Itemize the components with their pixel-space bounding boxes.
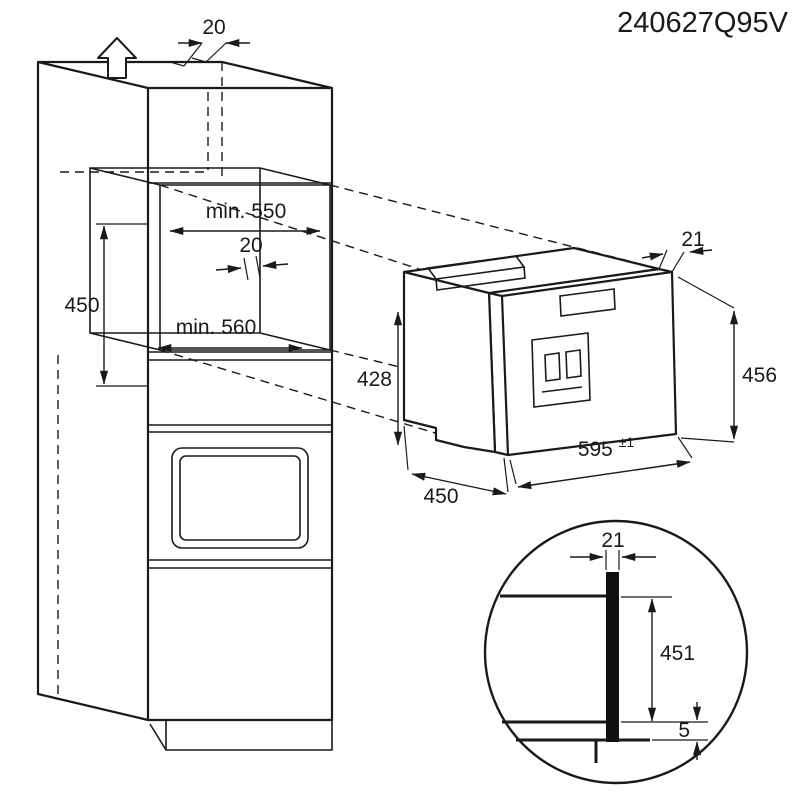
dim-bottom-gap-label: 5 bbox=[678, 719, 690, 742]
dim-panel-thickness: 21 bbox=[570, 529, 656, 570]
dim-extension bbox=[605, 550, 620, 570]
dim-body-depth: 450 bbox=[403, 425, 509, 508]
dim-rear-clearance: 20 bbox=[215, 234, 289, 281]
dim-arrow bbox=[262, 260, 289, 269]
cabinet-body-outline bbox=[36, 60, 334, 722]
dim-front-panel-overhang: 21 bbox=[641, 228, 713, 273]
drawing-code: 240627Q95V bbox=[617, 7, 789, 39]
dim-body-height-label: 428 bbox=[357, 368, 392, 391]
dim-arrow bbox=[411, 472, 507, 496]
detail-side-panel bbox=[606, 572, 619, 742]
dim-extension bbox=[243, 255, 261, 281]
appliance bbox=[402, 246, 678, 457]
cabinet-plinth bbox=[149, 720, 333, 751]
dim-arrow bbox=[641, 252, 664, 261]
dim-rear-clearance-label: 20 bbox=[239, 234, 262, 257]
appliance-dispenser bbox=[531, 332, 591, 408]
dim-inner-height: 451 bbox=[621, 596, 708, 723]
dim-front-width-tolerance: ±1 bbox=[619, 434, 635, 450]
dim-extension bbox=[509, 436, 693, 485]
dim-body-depth-label: 450 bbox=[423, 485, 458, 508]
appliance-control-panel bbox=[426, 255, 526, 291]
detail-view: 21 451 5 bbox=[483, 519, 749, 785]
dim-bottom-gap: 5 bbox=[652, 702, 708, 760]
dim-front-width: 595 ±1 bbox=[509, 434, 693, 490]
dim-arrow bbox=[517, 459, 691, 490]
dim-niche-height: 450 bbox=[64, 223, 148, 387]
dim-front-height: 456 bbox=[677, 276, 777, 443]
dim-arrow bbox=[689, 246, 713, 255]
dim-inner-height-label: 451 bbox=[660, 642, 695, 665]
up-arrow-icon bbox=[97, 37, 137, 79]
appliance-body bbox=[402, 246, 661, 454]
dim-front-width-label: 595 ±1 bbox=[578, 434, 635, 461]
cabinet bbox=[36, 37, 334, 751]
dim-extension bbox=[169, 42, 227, 67]
dim-panel-thickness-label: 21 bbox=[601, 529, 624, 552]
dim-extension bbox=[658, 249, 685, 273]
dim-arrow bbox=[215, 265, 242, 274]
dim-extension bbox=[96, 223, 148, 387]
dim-niche-height-label: 450 bbox=[64, 294, 99, 317]
dim-niche-depth: min. 560 bbox=[157, 316, 303, 353]
dim-front-height-label: 456 bbox=[742, 364, 777, 387]
dim-niche-width: min. 550 bbox=[169, 200, 321, 236]
oven-door-window bbox=[171, 447, 309, 549]
detail-panel-lines bbox=[500, 594, 650, 763]
dim-overhang-label: 21 bbox=[681, 228, 704, 251]
dim-front-width-value: 595 bbox=[578, 438, 613, 461]
dim-niche-depth-label: min. 560 bbox=[176, 316, 257, 339]
dim-extension bbox=[677, 276, 735, 443]
oven-door-window-inner bbox=[179, 455, 301, 541]
dim-extension bbox=[621, 596, 708, 723]
dim-top-rear-gap-label: 20 bbox=[202, 16, 225, 39]
appliance-display bbox=[559, 288, 616, 317]
appliance-front-panel bbox=[487, 267, 678, 457]
dim-top-rear-gap: 20 bbox=[169, 16, 250, 67]
dim-niche-width-label: min. 550 bbox=[206, 200, 287, 223]
dim-body-height: 428 bbox=[357, 311, 403, 446]
cabinet-hidden-lines bbox=[57, 62, 223, 698]
